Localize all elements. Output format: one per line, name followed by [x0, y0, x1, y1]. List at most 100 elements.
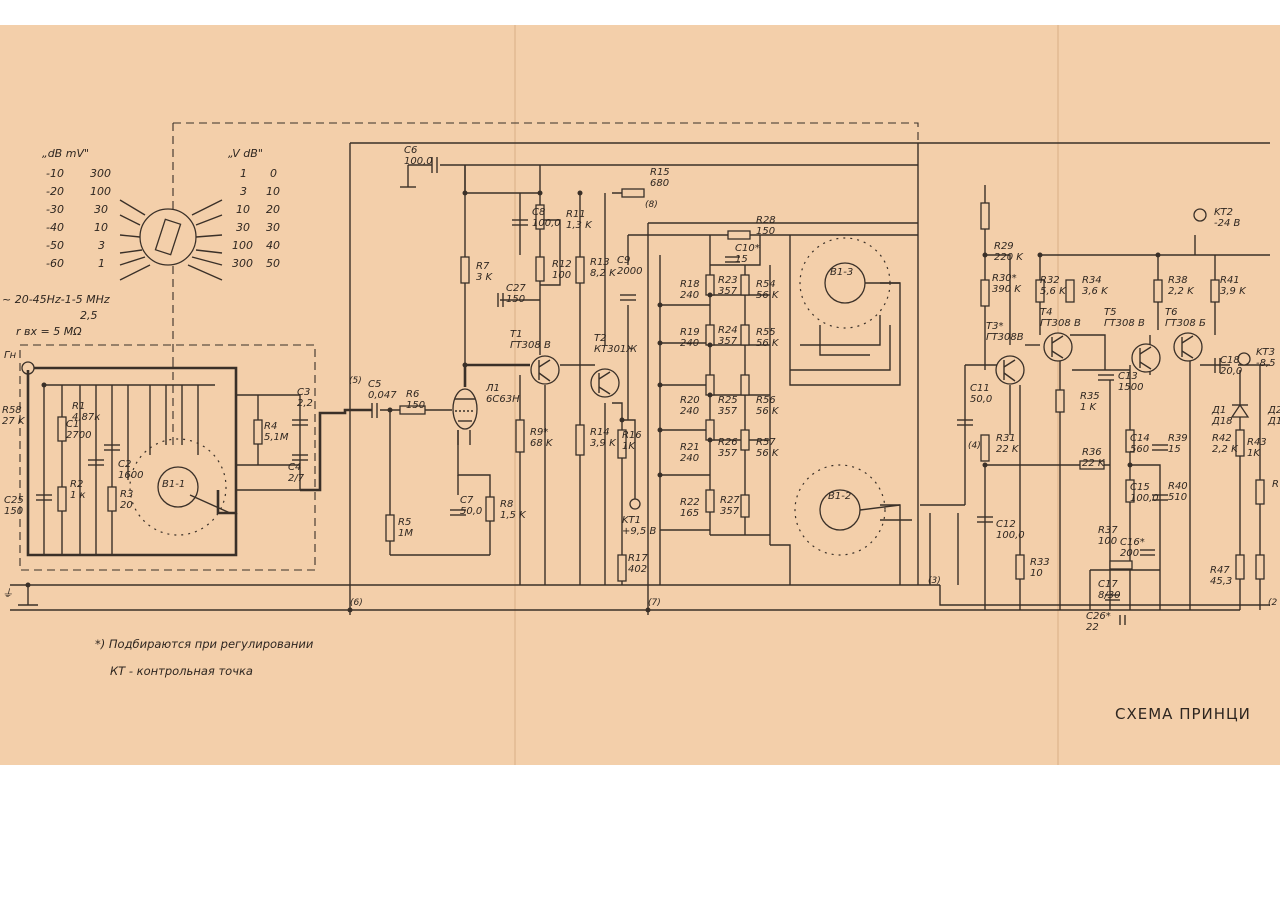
table-cell: 50: [266, 257, 280, 270]
component-value-c18: 20,0: [1220, 366, 1242, 377]
node-label: (3): [928, 576, 941, 586]
component-value-c16: 200: [1120, 548, 1139, 559]
component-value-t5: ГТ308 В: [1104, 318, 1145, 329]
component-value-r4: 5,1M: [264, 432, 289, 443]
component-label-d1: Д1: [1211, 405, 1226, 416]
component-value-r22: 165: [680, 508, 699, 519]
sheet-title: СХЕМА ПРИНЦИ: [1115, 705, 1251, 723]
component-value-c11: 50,0: [970, 394, 992, 405]
table-cell: -20: [46, 185, 64, 198]
node-label: (2: [1268, 598, 1278, 608]
component-label-r28: R28: [756, 215, 776, 226]
schematic-sheet: „dB mV" „V dB" -10 300 -20 100 -30 30 -4…: [0, 25, 1280, 765]
component-value-r54: 56 K: [756, 290, 780, 301]
component-value-r6: 150: [406, 400, 425, 411]
component-value-r1: 4,87к: [72, 412, 100, 423]
component-label-d2: Д2: [1267, 405, 1280, 416]
component-value-r32: 5,6 K: [1040, 286, 1067, 297]
component-label-r30: R30*: [992, 273, 1017, 284]
input-label: Гн: [4, 350, 17, 361]
component-label-r55: R55: [756, 327, 776, 338]
node-labels: (5) (6) (7) (8) (4) (3) (2: [349, 200, 1278, 608]
component-value-c4: 2/7: [288, 473, 305, 484]
component-value-r17: 402: [628, 564, 647, 575]
capacitors: [36, 157, 1221, 625]
component-label-r23: R23: [718, 275, 738, 286]
note-kt: КТ - контрольная точка: [110, 664, 253, 678]
component-label-c7: C7: [460, 495, 474, 506]
component-value-c25: 150: [4, 506, 23, 517]
component-value-r43: 1K: [1247, 448, 1261, 459]
component-value-r20: 240: [680, 406, 699, 417]
table-cell: 300: [232, 257, 253, 270]
component-label-t5: T5: [1104, 307, 1116, 318]
component-value-r28: 150: [756, 226, 775, 237]
component-label-t3: T3*: [986, 321, 1003, 332]
table-cell: 1: [240, 167, 247, 180]
component-label-r16: R16: [622, 430, 642, 441]
table-cell: 40: [266, 239, 280, 252]
component-label-r40: R40: [1168, 481, 1188, 492]
component-value-c17: 8/30: [1098, 590, 1120, 601]
wires: [10, 142, 1270, 615]
table-cell: 30: [266, 221, 280, 234]
component-value-r35: 1 K: [1080, 402, 1098, 413]
component-label-t4: T4: [1040, 307, 1052, 318]
node-label: (8): [645, 200, 658, 210]
table-cell: -60: [46, 257, 64, 270]
component-label-c27: C27: [506, 283, 526, 294]
component-value-t1: ГТ308 В: [510, 340, 551, 351]
table-cell: -50: [46, 239, 64, 252]
rotary-switches: [119, 199, 901, 556]
component-value-r14: 3,9 K: [590, 438, 617, 449]
component-value-r38: 2,2 K: [1168, 286, 1195, 297]
component-label-r38: R38: [1168, 275, 1188, 286]
component-value-r31: 22 K: [996, 444, 1020, 455]
component-label-r37: R37: [1098, 525, 1118, 536]
component-label-r21: R21: [680, 442, 700, 453]
component-value-c8: 100,0: [532, 218, 561, 229]
component-label-r33: R33: [1030, 557, 1050, 568]
component-value-t2: КТ301Ж: [594, 344, 638, 355]
component-label-r24: R24: [718, 325, 738, 336]
component-value-t4: ГТ308 В: [1040, 318, 1081, 329]
component-value-c12: 100,0: [996, 530, 1025, 541]
component-value-r12: 100: [552, 270, 571, 281]
component-label-c12: C12: [996, 519, 1016, 530]
component-label-r6: R6: [406, 389, 419, 400]
component-label-r13: R13: [590, 257, 610, 268]
component-value-r40: 510: [1168, 492, 1187, 503]
test-points: [629, 208, 1251, 510]
component-label-kt2: KT2: [1214, 207, 1233, 218]
table-cell: 3: [240, 185, 247, 198]
component-value-r29: 220 K: [994, 252, 1024, 263]
component-label-c17: C17: [1098, 579, 1118, 590]
component-value-kt2: -24 B: [1214, 218, 1241, 229]
node-label: (7): [648, 598, 661, 608]
component-label-c3: C3: [297, 387, 310, 398]
table-cell: 10: [94, 221, 108, 234]
component-label-r41: R41: [1220, 275, 1240, 286]
component-value-r37: 100: [1098, 536, 1117, 547]
component-value-t6: ГТ308 Б: [1165, 318, 1206, 329]
component-value-r25: 357: [718, 406, 738, 417]
table-cell: 30: [94, 203, 108, 216]
component-label-b13: B1-3: [830, 267, 853, 278]
component-value-r41: 3,9 K: [1220, 286, 1247, 297]
notes: *) Подбираются при регулировании КТ - ко…: [95, 637, 1251, 723]
table-cell: 300: [90, 167, 111, 180]
component-value-c27: 150: [506, 294, 525, 305]
component-value-r26: 357: [718, 448, 738, 459]
component-value-c1: 2700: [66, 430, 91, 441]
component-label-c18: C18: [1220, 355, 1240, 366]
component-label-r1: R1: [72, 401, 85, 412]
component-value-c10: 15: [735, 254, 748, 265]
component-value-kt1: +9,5 B: [622, 526, 656, 537]
component-value-r8: 1,5 K: [500, 510, 527, 521]
shield-outlines: [19, 122, 919, 571]
table-cell: -30: [46, 203, 64, 216]
table-cell: -40: [46, 221, 64, 234]
component-value-c14: 560: [1130, 444, 1149, 455]
component-label-r12: R12: [552, 259, 572, 270]
